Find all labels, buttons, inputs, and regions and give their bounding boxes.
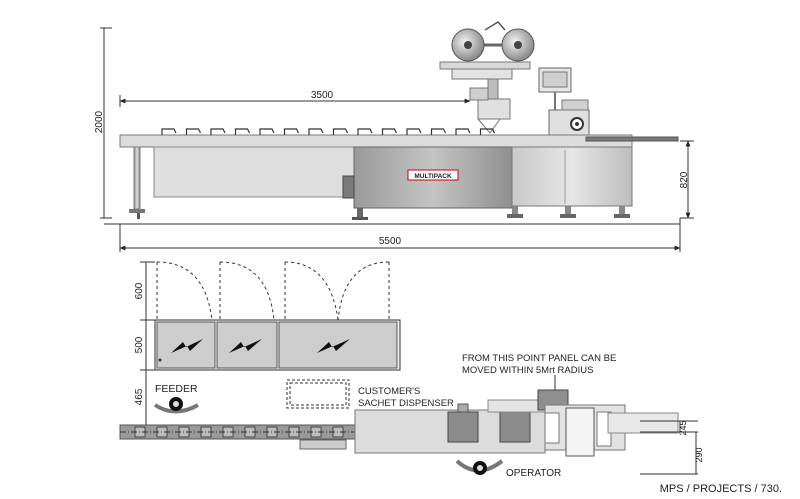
door-swings xyxy=(156,261,390,321)
dim-table-height: 820 xyxy=(679,140,694,219)
feeder-label: FEEDER xyxy=(155,383,198,395)
conveyor-pusher xyxy=(259,128,275,135)
operator-icon xyxy=(455,459,504,475)
dim-length-label: 5500 xyxy=(379,236,402,247)
machine-body xyxy=(353,146,513,209)
brand-badge xyxy=(407,169,459,181)
dim-reach: 3500 xyxy=(119,90,471,107)
infeed-body xyxy=(153,146,355,198)
dim-offset-b-label: 290 xyxy=(694,447,704,462)
conveyor-pusher xyxy=(357,128,373,135)
control-panel xyxy=(538,67,590,137)
dim-height: 2000 xyxy=(94,27,112,219)
sachet-dispenser xyxy=(286,379,350,450)
plan-machine-body xyxy=(354,389,679,457)
dim-height-label: 2000 xyxy=(94,110,105,133)
dispenser-label-1: CUSTOMER'S xyxy=(358,386,420,397)
conveyor-pusher xyxy=(332,128,349,135)
conveyor-pusher xyxy=(234,128,251,135)
plan-view: 600 500 465 xyxy=(119,261,704,479)
conveyor-pusher xyxy=(381,128,398,135)
machine-legs xyxy=(129,146,630,220)
conveyor-pusher xyxy=(430,128,447,135)
dim-vertical-stack: 600 500 465 xyxy=(134,261,155,426)
conveyor-pusher xyxy=(406,128,422,135)
conveyor-pushers xyxy=(161,128,496,135)
dim-table-height-label: 820 xyxy=(679,171,690,188)
dim-reach-label: 3500 xyxy=(311,90,334,101)
lightning-icon xyxy=(171,339,350,353)
conveyor-pusher xyxy=(185,128,202,135)
forming-tower xyxy=(439,61,531,134)
dim-door-swing-label: 600 xyxy=(134,282,145,299)
side-elevation: MULTIPACK 2000 3500 xyxy=(94,21,694,252)
panel-note-line-1: FROM THIS POINT PANEL CAN BE xyxy=(462,353,616,364)
dispenser-label-2: SACHET DISPENSER xyxy=(358,398,454,409)
feeder-operator-icon xyxy=(153,397,199,414)
dim-plan-offsets: 245 290 xyxy=(640,420,704,475)
dim-length: 5500 xyxy=(104,218,681,252)
dim-offset-a-label: 245 xyxy=(678,420,688,435)
panel-note-line-2: MOVED WITHIN 5Mrt RADIUS xyxy=(462,365,593,376)
brand-label: MULTIPACK xyxy=(414,173,452,180)
conveyor-pusher xyxy=(479,128,496,135)
operator-label: OPERATOR xyxy=(506,468,561,479)
conveyor-pusher xyxy=(283,128,300,135)
conveyor-pusher xyxy=(308,128,324,135)
film-reels xyxy=(451,21,535,62)
drawing-reference: MPS / PROJECTS / 730. xyxy=(660,483,782,495)
outfeed-body xyxy=(511,146,633,207)
dim-front-gap-label: 465 xyxy=(134,388,145,405)
dim-panel-height-label: 500 xyxy=(134,336,145,353)
conveyor-top xyxy=(119,134,633,148)
conveyor-pusher xyxy=(161,128,177,135)
conveyor-pusher xyxy=(210,128,226,135)
conveyor-pusher xyxy=(455,128,471,135)
